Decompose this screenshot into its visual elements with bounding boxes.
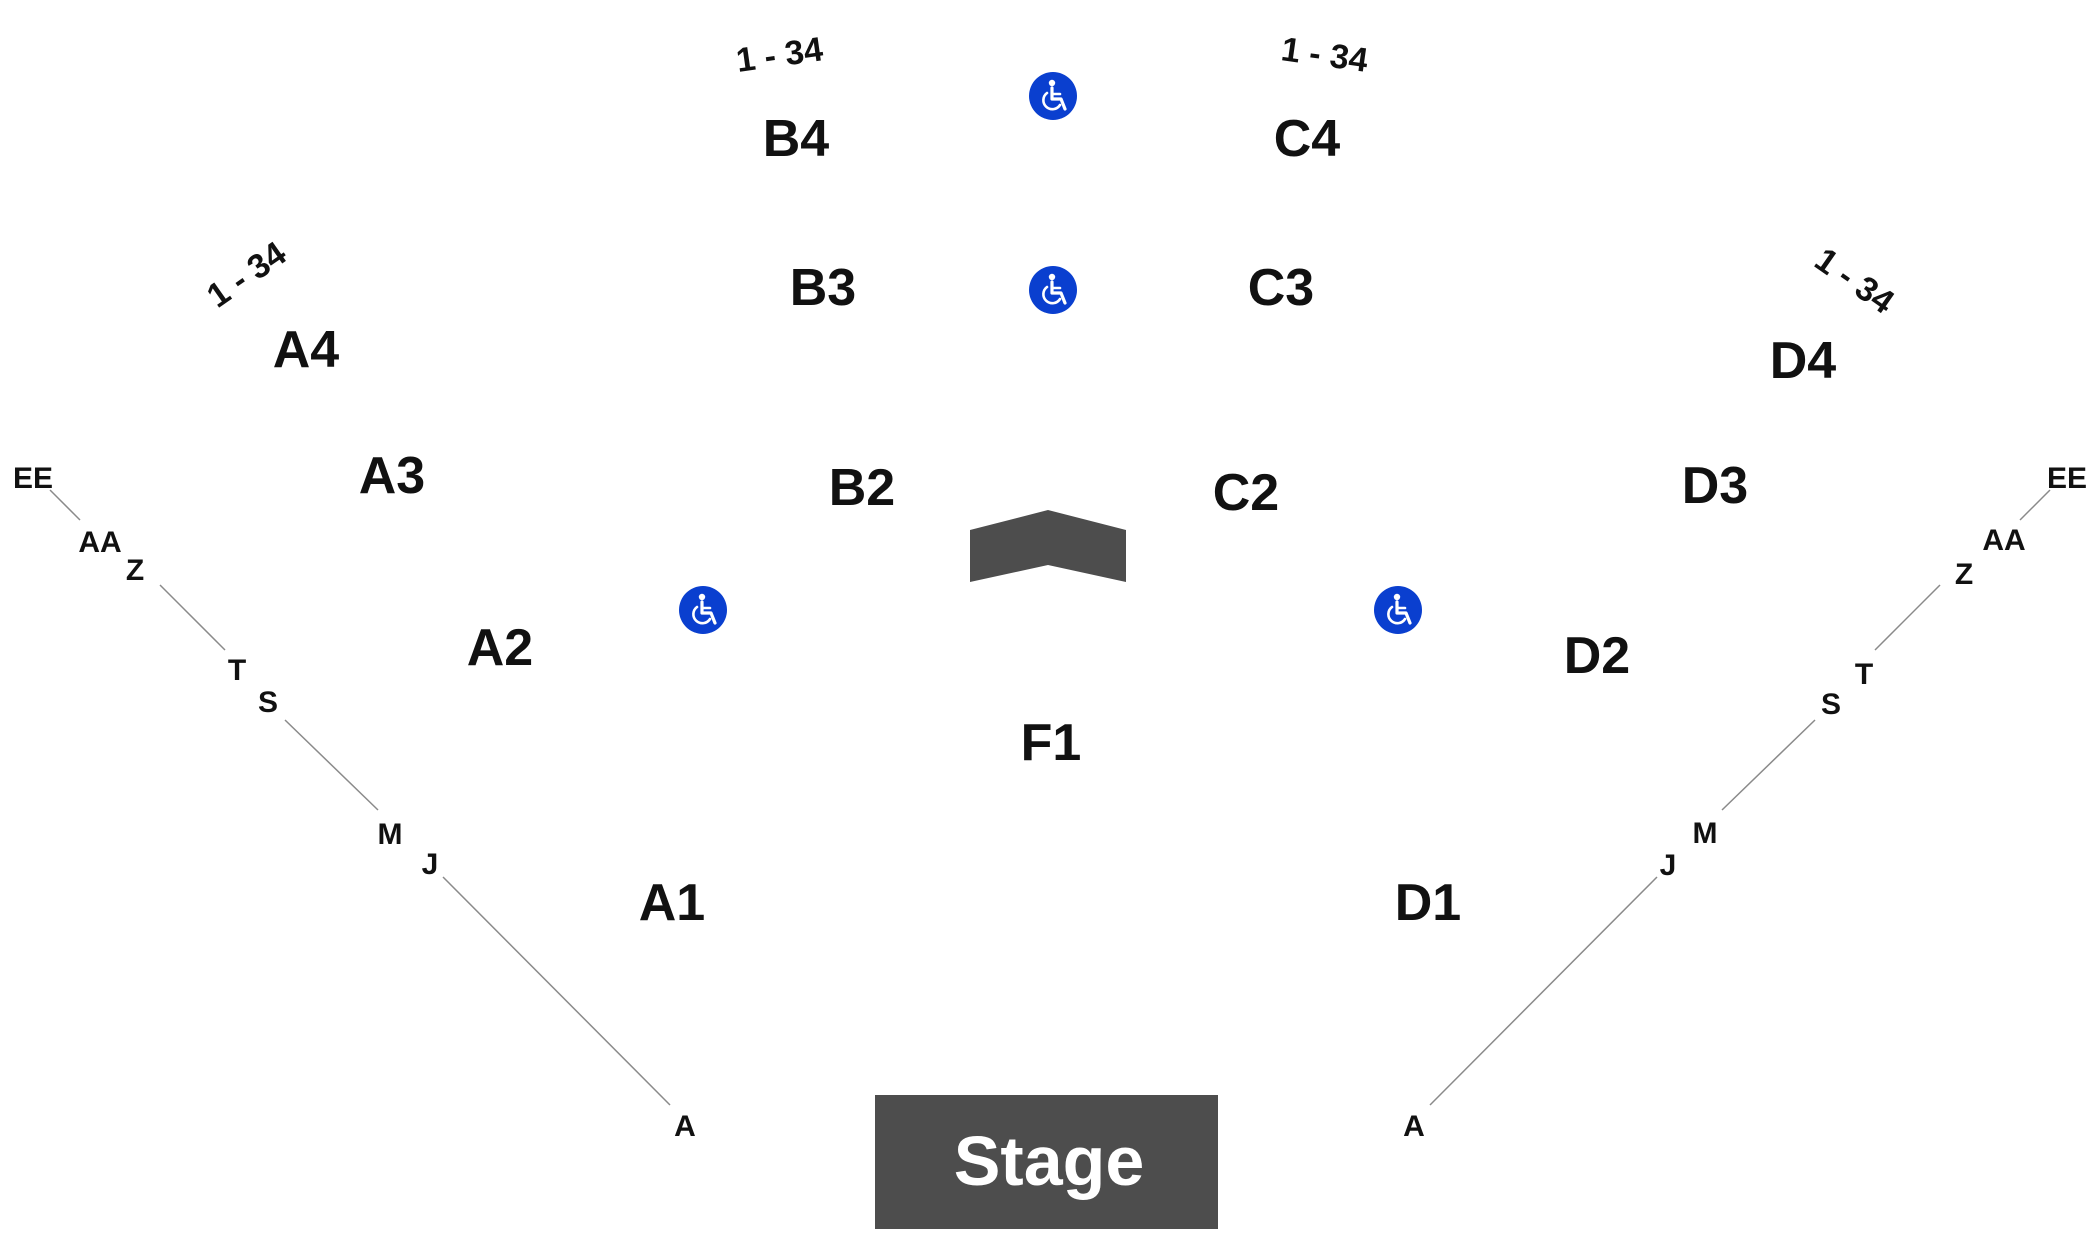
section-b3[interactable]: B3 bbox=[790, 259, 856, 317]
row-label-right-t: T bbox=[1855, 658, 1873, 691]
row-label-left-z: Z bbox=[126, 554, 144, 587]
row-rail-right-upper bbox=[2019, 489, 2051, 521]
row-label-left-t: T bbox=[228, 654, 246, 687]
stage-block bbox=[875, 1095, 1218, 1229]
section-a1[interactable]: A1 bbox=[639, 874, 705, 932]
section-d4[interactable]: D4 bbox=[1770, 332, 1837, 390]
section-a2[interactable]: A2 bbox=[467, 619, 533, 677]
section-a4[interactable]: A4 bbox=[273, 321, 340, 379]
sound-booth bbox=[970, 510, 1126, 582]
row-label-right-z: Z bbox=[1955, 558, 1973, 591]
wheelchair-icon bbox=[1027, 70, 1079, 122]
row-rail-left-lower bbox=[442, 876, 671, 1106]
row-rail-right-middle-1 bbox=[1874, 584, 1941, 651]
row-label-right-j: J bbox=[1660, 849, 1677, 882]
row-label-right-aa: AA bbox=[1982, 524, 2025, 557]
wheelchair-icon bbox=[677, 584, 729, 636]
seat-range-a4: 1 - 34 bbox=[200, 234, 293, 315]
row-label-left-j: J bbox=[422, 848, 439, 881]
row-label-left-ee: EE bbox=[13, 462, 53, 495]
seat-range-c4: 1 - 34 bbox=[1279, 30, 1370, 80]
wheelchair-icon bbox=[1027, 264, 1079, 316]
row-rail-right-middle-2 bbox=[1721, 719, 1816, 811]
row-rail-left-upper bbox=[49, 489, 81, 521]
wheelchair-icon bbox=[1372, 584, 1424, 636]
section-d1[interactable]: D1 bbox=[1395, 874, 1461, 932]
seat-range-d4: 1 - 34 bbox=[1808, 240, 1901, 321]
row-label-left-aa: AA bbox=[78, 526, 121, 559]
seat-range-b4: 1 - 34 bbox=[734, 30, 825, 80]
row-label-right-s: S bbox=[1821, 688, 1841, 721]
section-b4[interactable]: B4 bbox=[763, 110, 830, 168]
section-d3[interactable]: D3 bbox=[1682, 457, 1748, 515]
row-label-right-m: M bbox=[1693, 817, 1718, 850]
row-label-left-a: A bbox=[674, 1110, 696, 1143]
row-rail-left-middle-1 bbox=[159, 584, 226, 651]
row-rail-right-lower bbox=[1429, 876, 1658, 1106]
stage-label: Stage bbox=[954, 1122, 1145, 1200]
section-b2[interactable]: B2 bbox=[829, 459, 895, 517]
row-label-left-m: M bbox=[378, 818, 403, 851]
row-label-left-s: S bbox=[258, 686, 278, 719]
row-label-right-ee: EE bbox=[2047, 462, 2087, 495]
section-c2[interactable]: C2 bbox=[1213, 464, 1279, 522]
section-c3[interactable]: C3 bbox=[1248, 259, 1314, 317]
section-a3[interactable]: A3 bbox=[359, 447, 425, 505]
section-c4[interactable]: C4 bbox=[1274, 110, 1341, 168]
row-label-right-a: A bbox=[1403, 1110, 1425, 1143]
stage[interactable]: Stage bbox=[875, 1095, 1218, 1229]
section-d2[interactable]: D2 bbox=[1564, 627, 1630, 685]
section-f1[interactable]: F1 bbox=[1021, 714, 1082, 772]
row-rail-left-middle-2 bbox=[284, 719, 379, 811]
